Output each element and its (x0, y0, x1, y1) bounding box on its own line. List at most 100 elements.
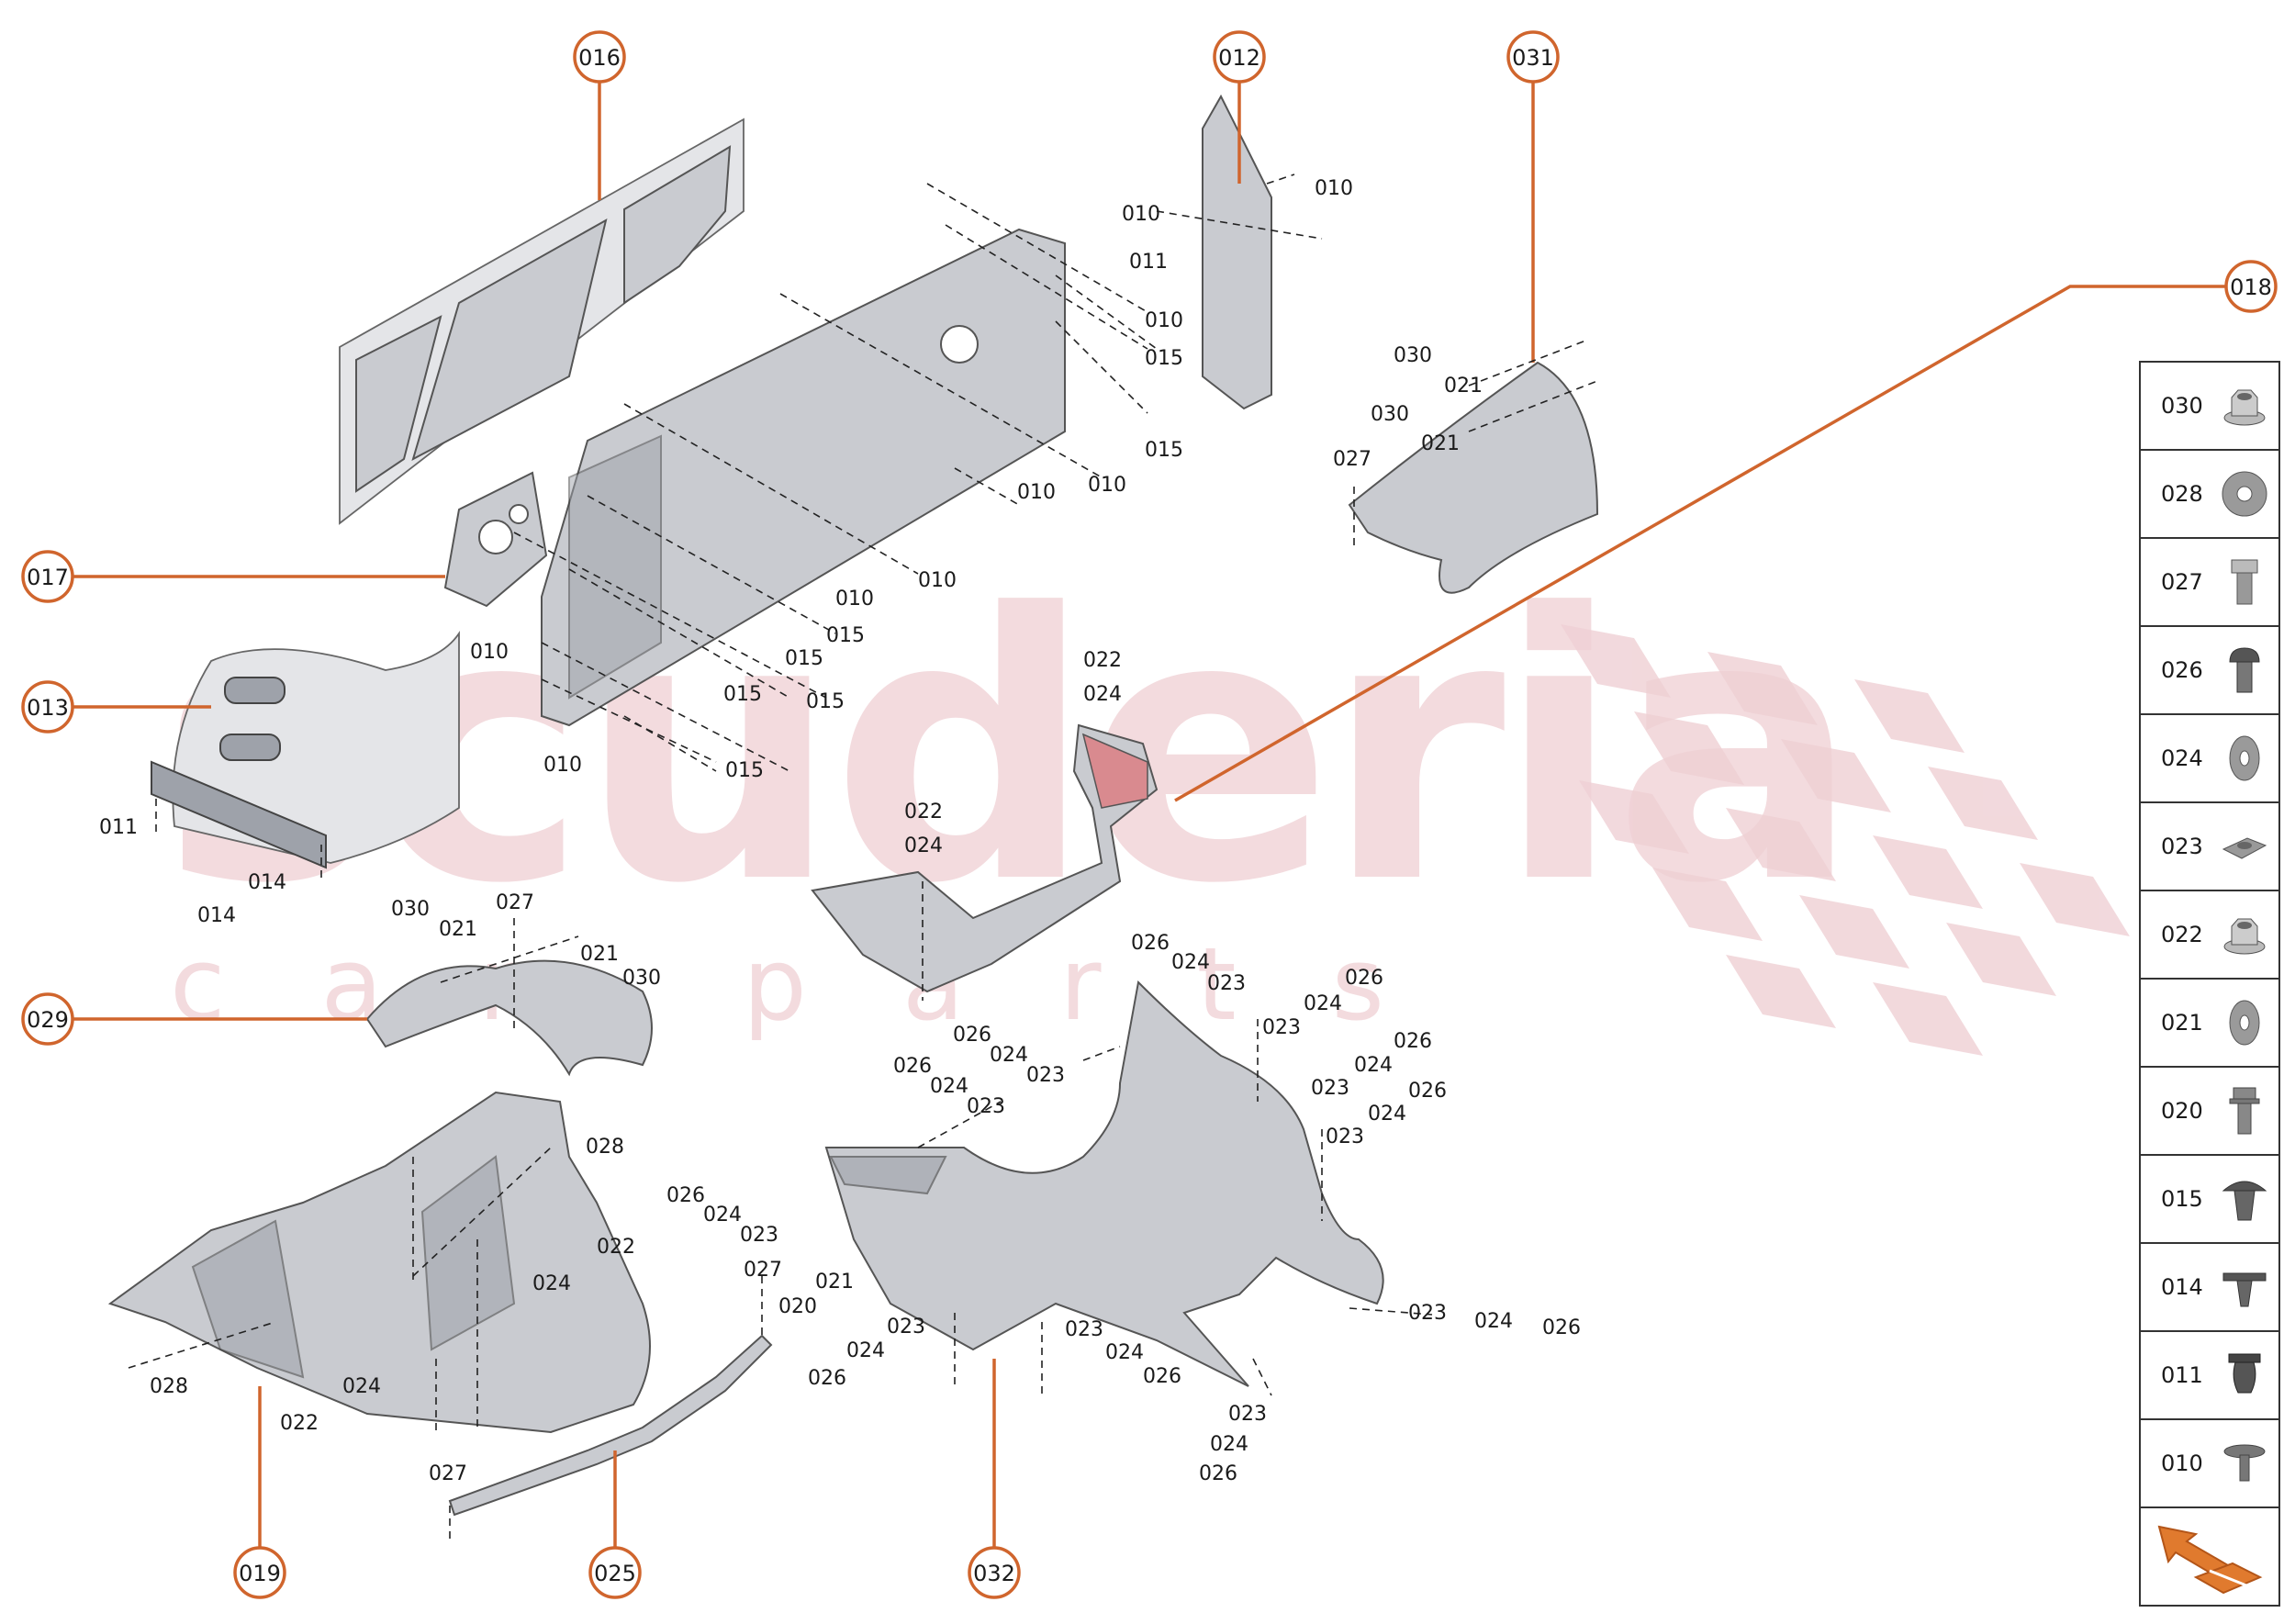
part-label: 024 (990, 1044, 1028, 1067)
hex-bolt-icon (2231, 559, 2258, 605)
legend-row-026[interactable]: 026 (2141, 627, 2278, 715)
part-016-panel (339, 118, 744, 525)
part-label: 026 (808, 1367, 846, 1390)
legend-row-022[interactable]: 022 (2141, 891, 2278, 980)
part-017-bracket (443, 471, 548, 608)
callout-025[interactable]: 025 (588, 1546, 642, 1599)
part-label: 023 (1326, 1126, 1364, 1148)
callout-016[interactable]: 016 (573, 30, 626, 84)
part-label: 024 (1368, 1103, 1406, 1126)
callout-017[interactable]: 017 (21, 550, 74, 603)
legend-code: 020 (2161, 1098, 2203, 1124)
callout-label: 013 (27, 695, 69, 721)
part-label: 014 (197, 904, 236, 927)
legend-row-027[interactable]: 027 (2141, 539, 2278, 627)
part-label: 011 (1129, 251, 1168, 274)
part-label: 024 (846, 1339, 885, 1362)
callout-label: 017 (27, 565, 69, 590)
watermark: scuderia car parts (161, 537, 2130, 1056)
part-label: 024 (532, 1272, 571, 1295)
part-032-large-shield (824, 980, 1384, 1387)
callout-013[interactable]: 013 (21, 680, 74, 734)
part-label: 026 (953, 1024, 991, 1047)
mushroom-clip-icon (2223, 1444, 2266, 1482)
part-label: 026 (1542, 1316, 1581, 1339)
part-label: 026 (1131, 932, 1170, 955)
callout-019[interactable]: 019 (233, 1546, 286, 1599)
part-label: 010 (1315, 177, 1353, 200)
legend-row-014[interactable]: 014 (2141, 1244, 2278, 1332)
part-label: 030 (622, 967, 661, 990)
part-label: 026 (666, 1184, 705, 1207)
part-label: 014 (248, 871, 286, 894)
legend-row-030[interactable]: 030 (2141, 363, 2278, 451)
legend-row-015[interactable]: 015 (2141, 1156, 2278, 1244)
callout-029[interactable]: 029 (21, 992, 74, 1046)
callout-label: 016 (578, 45, 621, 71)
washer-icon (2222, 471, 2267, 517)
part-018-bracket (811, 723, 1159, 993)
part-label: 023 (1228, 1403, 1267, 1426)
part-label: 023 (740, 1224, 778, 1247)
part-label: 024 (1354, 1054, 1393, 1077)
part-label: 024 (1210, 1433, 1248, 1456)
legend-row-020[interactable]: 020 (2141, 1068, 2278, 1156)
part-label: 027 (1333, 448, 1371, 471)
part-label: 024 (1171, 951, 1210, 974)
part-label: 023 (887, 1316, 925, 1338)
part-label: 027 (429, 1462, 467, 1485)
callout-label: 018 (2230, 274, 2272, 300)
part-label: 010 (918, 569, 957, 592)
washer-icon (2229, 1000, 2260, 1046)
callout-label: 029 (27, 1007, 69, 1033)
legend-row-024[interactable]: 024 (2141, 715, 2278, 803)
part-label: 023 (1026, 1064, 1065, 1087)
part-label: 027 (496, 891, 534, 914)
part-label: 024 (930, 1075, 968, 1098)
legend-code: 021 (2161, 1010, 2203, 1036)
legend-row-028[interactable]: 028 (2141, 451, 2278, 539)
part-label: 024 (1083, 683, 1122, 706)
watermark-checkered-flag (1561, 624, 2130, 1056)
callout-label: 012 (1218, 45, 1260, 71)
legend-row-011[interactable]: 011 (2141, 1332, 2278, 1420)
legend-code: 023 (2161, 834, 2203, 859)
part-label: 023 (1207, 972, 1246, 995)
callout-031[interactable]: 031 (1506, 30, 1560, 84)
legend-code: 024 (2161, 745, 2203, 771)
part-label: 028 (586, 1136, 624, 1159)
part-label: 023 (1408, 1302, 1447, 1325)
part-label: 010 (835, 588, 874, 610)
part-label: 010 (1088, 474, 1126, 497)
legend-row-021[interactable]: 021 (2141, 980, 2278, 1068)
part-label: 021 (815, 1271, 854, 1294)
legend-row-010[interactable]: 010 (2141, 1420, 2278, 1508)
part-label: 028 (150, 1375, 188, 1398)
part-label: 021 (580, 943, 619, 966)
part-label: 010 (1145, 309, 1183, 332)
legend-row-023[interactable]: 023 (2141, 803, 2278, 891)
callout-032[interactable]: 032 (968, 1546, 1021, 1599)
washer-icon (2229, 735, 2260, 781)
part-label: 022 (1083, 649, 1122, 672)
part-label: 010 (470, 641, 509, 664)
part-031-shield (1348, 361, 1599, 594)
legend-code: 028 (2161, 481, 2203, 507)
part-label: 027 (744, 1259, 782, 1282)
part-label: 020 (778, 1295, 817, 1318)
part-029-shield (365, 959, 653, 1077)
part-label: 024 (904, 834, 943, 857)
part-label: 030 (391, 898, 430, 921)
part-label: 021 (1444, 375, 1483, 398)
push-rivet-icon (2222, 1181, 2267, 1221)
flanged-nut-icon (2223, 389, 2266, 426)
callout-018[interactable]: 018 (2224, 260, 2278, 313)
part-label: 010 (1122, 203, 1160, 226)
callout-label: 031 (1512, 45, 1554, 71)
callout-012[interactable]: 012 (1213, 30, 1266, 84)
part-label: 022 (597, 1236, 635, 1259)
speed-nut-clip-icon (2222, 837, 2267, 859)
part-label: 026 (1199, 1462, 1237, 1485)
orientation-arrow-icon (2157, 1525, 2263, 1595)
